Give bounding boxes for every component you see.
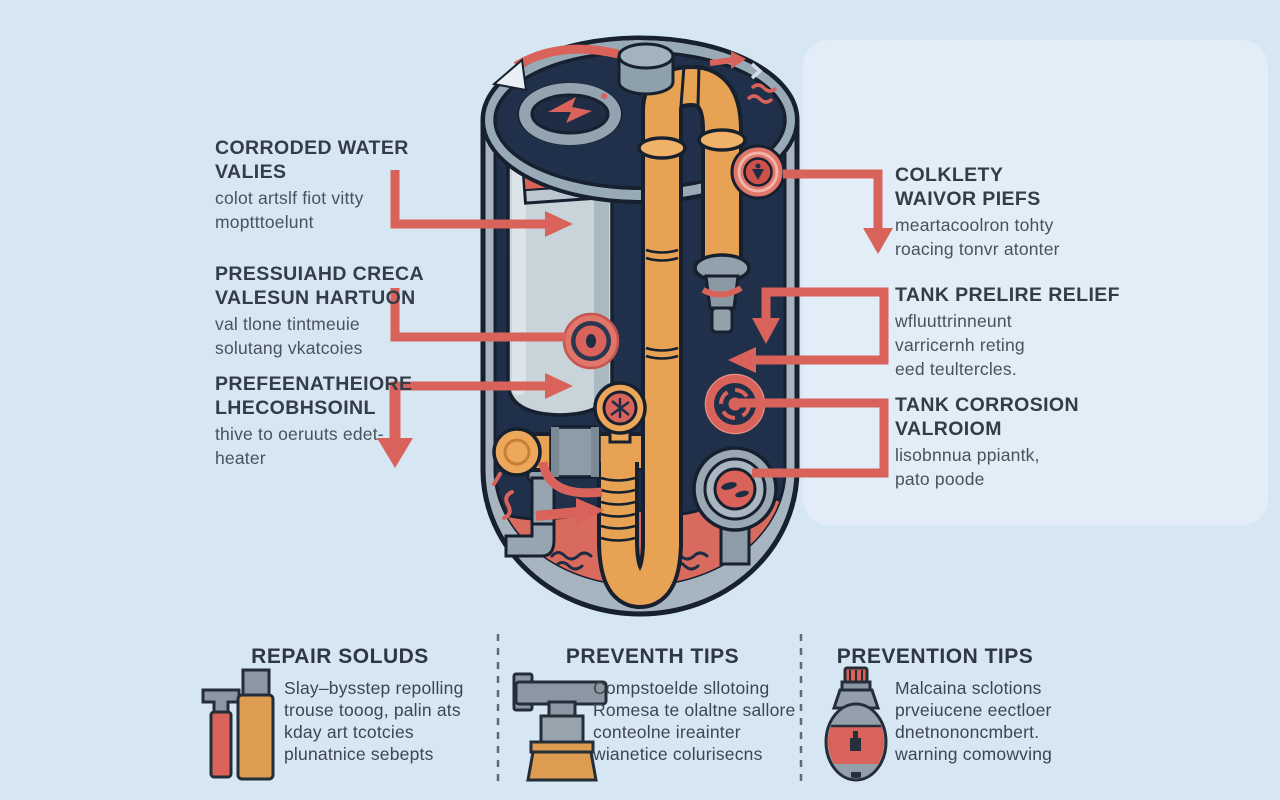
gauge-bezel — [517, 82, 623, 146]
connector-relief-valve — [728, 287, 889, 373]
connector-heater-base — [377, 373, 573, 468]
circulation-arrow — [491, 44, 620, 92]
drip-mark — [492, 472, 502, 486]
connector-pressure-gauge — [390, 288, 566, 342]
label-title: PREFEENATHEIORE LHECOBHSOINL — [215, 373, 413, 419]
valve-icon — [512, 672, 608, 782]
sediment-squiggle — [550, 551, 593, 561]
flow-arrow — [535, 461, 604, 526]
rotation-arrow — [701, 285, 743, 298]
label-pressure-relief: TANK PRELIRE RELIEF wfluuttrinneunt varr… — [895, 283, 1120, 381]
label-title: TANK CORROSION VALROIOM — [895, 394, 1079, 440]
label-desc: thive to oeruuts edet- heater — [215, 424, 384, 468]
outlet-valve — [730, 144, 786, 200]
repair-tools-icon — [201, 668, 275, 781]
bottle-icon — [824, 666, 888, 782]
faucet-spigot — [492, 466, 560, 558]
temperature-gauge — [562, 312, 620, 370]
label-heater-base: PREFEENATHEIORE LHECOBHSOINL thive to oe… — [215, 372, 412, 470]
section-desc-prevention: Malcaina sclotions prveiucene eectloer d… — [895, 678, 1053, 764]
tank-top-details — [491, 42, 778, 146]
label-desc: val tlone tintmeuie solutang vkatcoies — [215, 314, 363, 358]
label-desc: colot artslf fiot vitty moptttoelunt — [215, 188, 364, 232]
label-desc: meartacoolron tohty roacing tonvr atonte… — [895, 215, 1060, 259]
sediment-squiggle — [554, 561, 584, 571]
pipe-flange — [697, 128, 747, 152]
label-desc: lisobnnua ppiantk, pato poode — [895, 445, 1040, 489]
section-title-preventh: PREVENTH TIPS — [565, 645, 740, 668]
main-pipe — [637, 64, 747, 548]
drip-mark — [502, 490, 514, 520]
label-outlet-pipes: COLKLETY WAIVOR PIEFS meartacoolron toht… — [895, 163, 1060, 261]
label-title: TANK PRELIRE RELIEF — [895, 284, 1120, 306]
section-desc-preventh: Compstoelde sllotoing Romesa te olaltne … — [593, 678, 796, 764]
top-cap — [617, 42, 675, 96]
steam-marks — [709, 51, 778, 104]
label-desc: wfluuttrinneunt varricernh reting eed te… — [895, 311, 1025, 379]
section-title-prevention: PREVENTION TIPS — [836, 645, 1034, 668]
label-title: COLKLETY WAIVOR PIEFS — [895, 164, 1041, 210]
label-pressure-valve: PRESSUIAHD CRECA VALESUN HARTUON val tlo… — [215, 262, 424, 360]
label-title: CORRODED WATER VALIES — [215, 137, 409, 183]
section-title-repair: REPAIR SOLUDS — [251, 645, 429, 668]
anode-fitting — [693, 253, 751, 334]
pressure-valve — [593, 381, 647, 444]
label-tank-corrosion: TANK CORROSION VALROIOM lisobnnua ppiant… — [895, 393, 1079, 491]
right-label-halo — [803, 40, 1268, 525]
connector-outlet-valve — [783, 169, 893, 254]
pipe-flange — [637, 136, 687, 160]
pipe-ribs — [645, 248, 679, 360]
label-title: PRESSUIAHD CRECA VALESUN HARTUON — [215, 263, 425, 309]
connector-arrows — [377, 169, 893, 478]
pipe-ribs — [600, 476, 636, 542]
pipe-joint-band — [679, 64, 701, 107]
connector-corrosion-valves — [737, 398, 889, 478]
pipe-coupling — [549, 425, 601, 479]
bottom-u-pipe — [597, 462, 683, 610]
label-corroded-water-valves: CORRODED WATER VALIES colot artslf fiot … — [215, 136, 409, 234]
gauge-needle — [548, 97, 592, 123]
section-desc-repair: Slay–bysstep repolling trouse tooog, pal… — [284, 678, 464, 764]
connector-corroded-valves — [390, 170, 573, 237]
